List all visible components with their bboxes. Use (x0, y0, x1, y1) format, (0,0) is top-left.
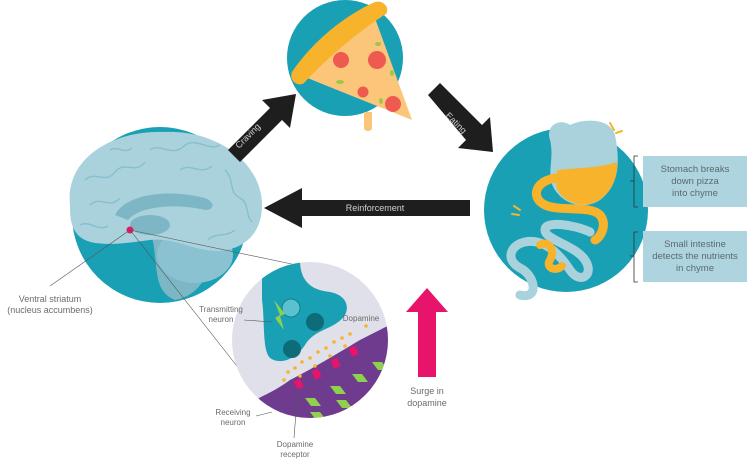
vesicle (283, 340, 301, 358)
dopamine-receptors (293, 345, 359, 390)
dopamine-surge-arrow (406, 288, 448, 377)
pizza-herbs (336, 42, 394, 104)
intestine-box: Small intestine detects the nutrients in… (643, 231, 747, 282)
pepperoni (368, 51, 386, 69)
transmitting-line2: neuron (208, 315, 234, 324)
surge-line1: Surge in (410, 386, 444, 396)
receptor-line1: Dopamine (276, 440, 314, 449)
receiving-neuron-label: Receiving neuron (213, 408, 253, 428)
small-intestine (506, 219, 595, 301)
pepperoni (385, 96, 401, 112)
pizza-illustration (287, 0, 412, 131)
dopamine-text: Dopamine (342, 314, 380, 323)
vesicle (306, 313, 324, 331)
synapse-illustration (232, 262, 388, 418)
transmitting-neuron-shape (262, 262, 347, 362)
arrow-reinforcement: Reinforcement (264, 188, 470, 228)
intestine-box-line2: detects the nutrients (652, 250, 738, 262)
receiving-line1: Receiving (215, 408, 251, 417)
vesicle (281, 298, 301, 318)
receiving-line2: neuron (220, 418, 246, 427)
pepperoni (357, 86, 369, 98)
stomach-box-line1: Stomach breaks (660, 163, 730, 175)
transmitting-line1: Transmitting (199, 305, 243, 314)
intestine-box-line3: in chyme (675, 262, 714, 274)
arrow-eating: Eating (428, 83, 493, 152)
dopamine-molecules (282, 324, 368, 382)
signal-bolt (274, 300, 285, 330)
brain-illustration (69, 127, 262, 303)
surge-label: Surge in dopamine (402, 385, 452, 409)
stomach-box-line3: into chyme (672, 187, 718, 199)
dopamine-label: Dopamine (341, 313, 381, 324)
intestine-chyme (536, 239, 566, 273)
synapse-leader-lines (243, 319, 299, 439)
reinforcement-label: Reinforcement (346, 203, 405, 213)
pizza-slice (300, 10, 412, 120)
pepperoni (333, 52, 349, 68)
ventral-striatum-line2: (nucleus accumbens) (7, 305, 93, 315)
stomach-box: Stomach breaks down pizza into chyme (643, 156, 747, 207)
thalamus (130, 215, 170, 235)
brain-folds (79, 141, 253, 241)
corpus-callosum (115, 193, 213, 220)
cerebrum (69, 131, 262, 251)
transmitting-neuron-label: Transmitting neuron (193, 305, 249, 325)
stomach-box-line2: down pizza (671, 175, 719, 187)
surge-line2: dopamine (407, 398, 447, 408)
arrow-craving: Craving (228, 94, 296, 162)
signal-arrows (305, 362, 388, 418)
cheese-drip (364, 112, 372, 131)
stomach-chyme (556, 162, 618, 205)
activity-marks (511, 122, 623, 216)
dopamine-receptor-label: Dopamine receptor (270, 440, 320, 460)
duodenum (531, 173, 608, 245)
ventral-striatum-line1: Ventral striatum (18, 294, 82, 304)
label-brackets (630, 155, 638, 283)
receptor-line2: receptor (280, 450, 310, 459)
brain-leader-lines (49, 229, 321, 371)
intestine-box-line1: Small intestine (664, 238, 726, 250)
digestive-illustration (484, 120, 648, 301)
pizza-crust (291, 1, 388, 85)
ventral-striatum-label: Ventral striatum (nucleus accumbens) (5, 294, 95, 316)
